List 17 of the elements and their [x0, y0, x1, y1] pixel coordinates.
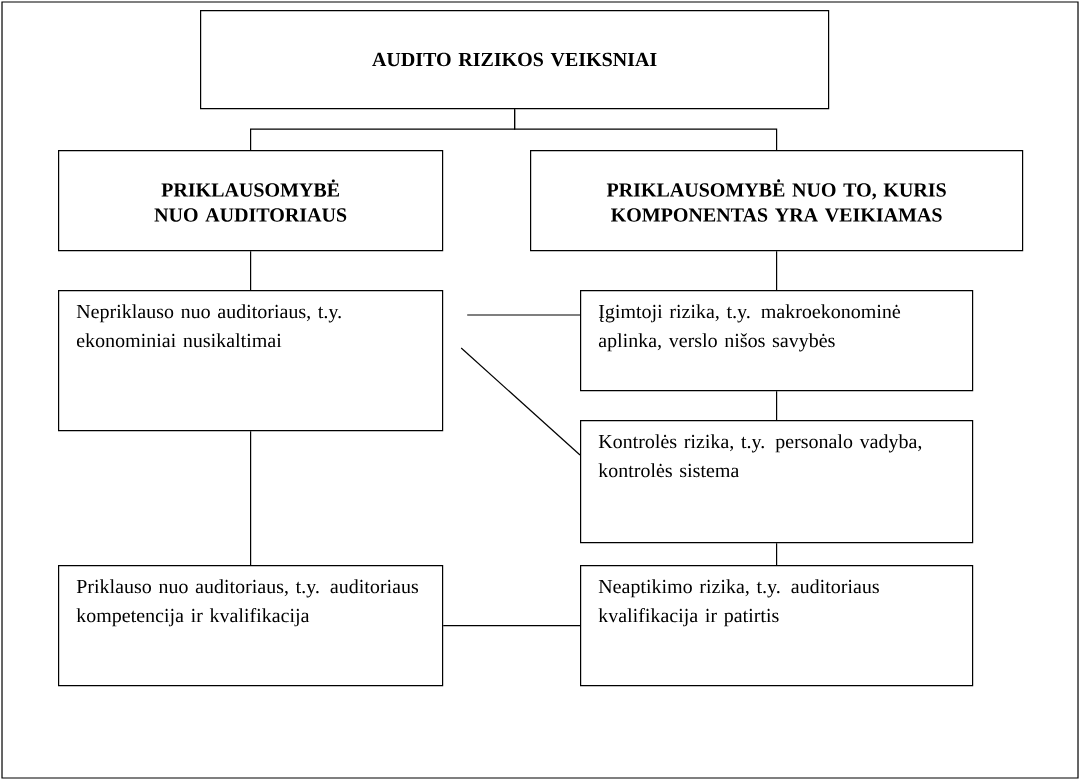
- connector-line: [442, 625, 581, 627]
- heading-box: PRIKLAUSOMYBĖ NUO TO, KURIS KOMPONENTAS YRA VEIKIAMAS: [530, 150, 1024, 252]
- connector-line: [776, 250, 778, 291]
- connector-line: [250, 430, 252, 566]
- connector-line: [514, 108, 778, 151]
- text-box: Įgimtoji rizika, t.y. makroekonominė aplinka, verslo nišos savybės: [580, 290, 974, 392]
- text-box: Kontrolės rizika, t.y. personalo vadyba, kontrolės sistema: [580, 420, 974, 544]
- heading-box: PRIKLAUSOMYBĖ NUO AUDITORIAUS: [58, 150, 444, 252]
- connector-line: [466, 314, 581, 316]
- text-box: Nepriklauso nuo auditoriaus, t.y. ekonominiai nusikaltimai: [58, 290, 444, 432]
- text-box: Priklauso nuo auditoriaus, t.y. auditoriaus kompetencija ir kvalifikacija: [58, 565, 444, 687]
- connector-line: [776, 542, 778, 566]
- connector-line: [776, 390, 778, 421]
- connector-line: [250, 250, 252, 291]
- connector-line: [460, 347, 581, 456]
- heading-box: AUDITO RIZIKOS VEIKSNIAI: [200, 10, 830, 110]
- text-box: Neaptikimo rizika, t.y. auditoriaus kvalifikacija ir patirtis: [580, 565, 974, 687]
